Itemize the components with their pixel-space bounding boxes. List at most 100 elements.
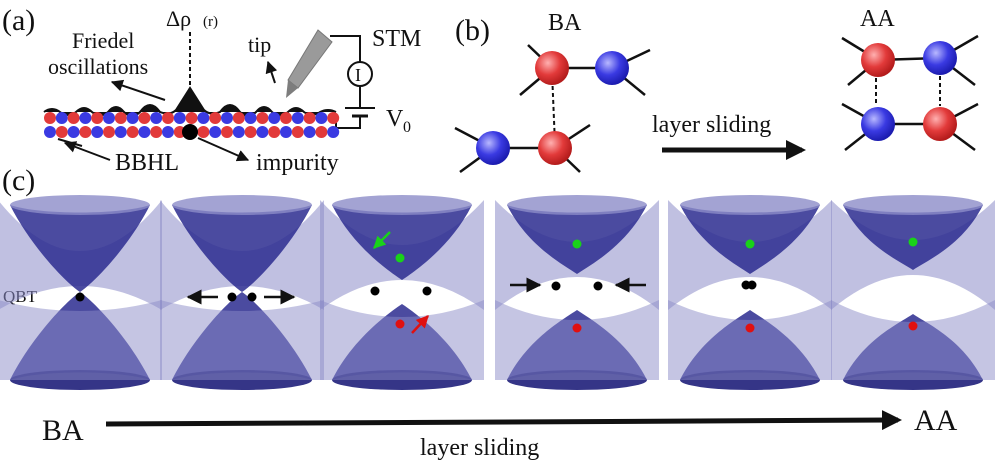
band-node (745, 323, 755, 333)
bbhl-atom (150, 126, 163, 138)
aa-label-bottom: AA (914, 404, 958, 437)
bbhl-atom (221, 112, 233, 124)
delta-rho-symbol: Δρ (166, 6, 191, 31)
friedel-arrow (110, 79, 166, 101)
sliding-label-c: layer sliding (420, 435, 539, 461)
band-frame-5 (668, 195, 832, 390)
band-node (370, 286, 380, 296)
stm-tip-icon (287, 29, 333, 89)
bbhl-atom (103, 126, 115, 138)
band-node (908, 237, 918, 247)
friedel-label-1: Friedel (72, 28, 134, 53)
bbhl-atom (232, 126, 245, 138)
band-node (247, 292, 257, 302)
bbhl-atom (280, 112, 292, 124)
bbhl-atom (55, 126, 68, 138)
ba-label-bottom: BA (42, 414, 84, 447)
bbhl-atom (244, 126, 257, 138)
bbhl-atom (315, 126, 328, 138)
voltage-subscript: 0 (403, 119, 411, 136)
circuit-wire-top (330, 35, 361, 62)
bbhl-atom (114, 126, 127, 138)
bbhl-atom (209, 112, 222, 124)
panel-a: (a) Friedel oscillations Δρ (r) tip STM … (2, 4, 421, 176)
bbhl-atom (256, 112, 269, 124)
band-node (908, 321, 918, 331)
stm-label: STM (372, 26, 421, 52)
impurity-dot (182, 124, 198, 140)
bbhl-atom (138, 112, 151, 124)
bbhl-atom (244, 112, 257, 124)
bbhl-atom (232, 112, 245, 124)
aa-bonds (841, 34, 979, 152)
ba-atom-blue-top (595, 51, 629, 85)
tip-label: tip (248, 32, 271, 57)
bbhl-atom (268, 112, 281, 124)
aa-atom-red-top (861, 43, 895, 77)
green-node-arrow (373, 231, 391, 249)
impurity-label: impurity (256, 150, 339, 176)
band-frame-1 (0, 195, 162, 390)
bbhl-atom (79, 112, 92, 124)
band-node (422, 286, 432, 296)
sliding-label-b: layer sliding (652, 112, 771, 138)
ba-atom-red-bottom (538, 131, 572, 165)
friedel-wave (43, 86, 337, 117)
band-node (551, 281, 561, 291)
panel-c: (c) QBT BA AA layer sliding (0, 164, 995, 461)
current-label: I (355, 65, 361, 85)
bbhl-atom (67, 126, 80, 138)
bbhl-atom (138, 126, 151, 138)
bbhl-atom (315, 112, 328, 124)
bbhl-atom (303, 126, 316, 138)
band-frame-2 (160, 195, 324, 390)
delta-rho-arg: (r) (203, 14, 218, 30)
panel-c-label: (c) (2, 164, 35, 197)
bbhl-atom (162, 112, 174, 124)
band-node (572, 239, 582, 249)
band-frame-6 (831, 195, 995, 390)
voltage-label: V 0 (386, 106, 411, 136)
ba-atom-red-top (535, 51, 569, 85)
bbhl-atom (91, 112, 104, 124)
band-node (75, 292, 85, 302)
bbhl-atom (103, 112, 115, 124)
ba-structure-label: BA (548, 10, 582, 36)
panel-a-label: (a) (2, 4, 35, 37)
band-node (593, 281, 603, 291)
bbhl-atom (327, 112, 340, 124)
band-node (395, 253, 405, 263)
bbhl-atom (291, 126, 304, 138)
bbhl-atom (291, 112, 304, 124)
bbhl-atom (303, 112, 316, 124)
friedel-label-2: oscillations (48, 54, 148, 79)
bbhl-atom (197, 126, 210, 138)
bbhl-atom (268, 126, 281, 138)
bbhl-atom (126, 126, 139, 138)
bbhl-arrow (63, 141, 111, 161)
bbhl-label: BBHL (115, 150, 179, 176)
bbhl-atom (256, 126, 269, 138)
red-node-arrow (411, 315, 429, 334)
voltage-symbol: V (386, 106, 404, 132)
bbhl-atom (209, 126, 222, 138)
panel-b-label: (b) (455, 14, 490, 47)
aa-structure-label: AA (860, 6, 895, 32)
bbhl-atom (173, 112, 186, 124)
band-frame-3 (320, 195, 484, 390)
band-node (745, 239, 755, 249)
aa-atom-blue-top (923, 41, 957, 75)
bbhl-atom (55, 112, 68, 124)
bbhl-atom (197, 112, 210, 124)
bbhl-atom (44, 112, 56, 124)
sliding-arrow-c (105, 410, 902, 431)
bbhl-atom (126, 112, 139, 124)
bbhl-atom (91, 126, 104, 138)
band-node (227, 292, 237, 302)
bbhl-atom (79, 126, 92, 138)
bbhl-atom (162, 126, 174, 138)
bbhl-atom (150, 112, 163, 124)
ba-interlayer-bond (551, 71, 556, 145)
bbhl-atom (44, 126, 56, 138)
